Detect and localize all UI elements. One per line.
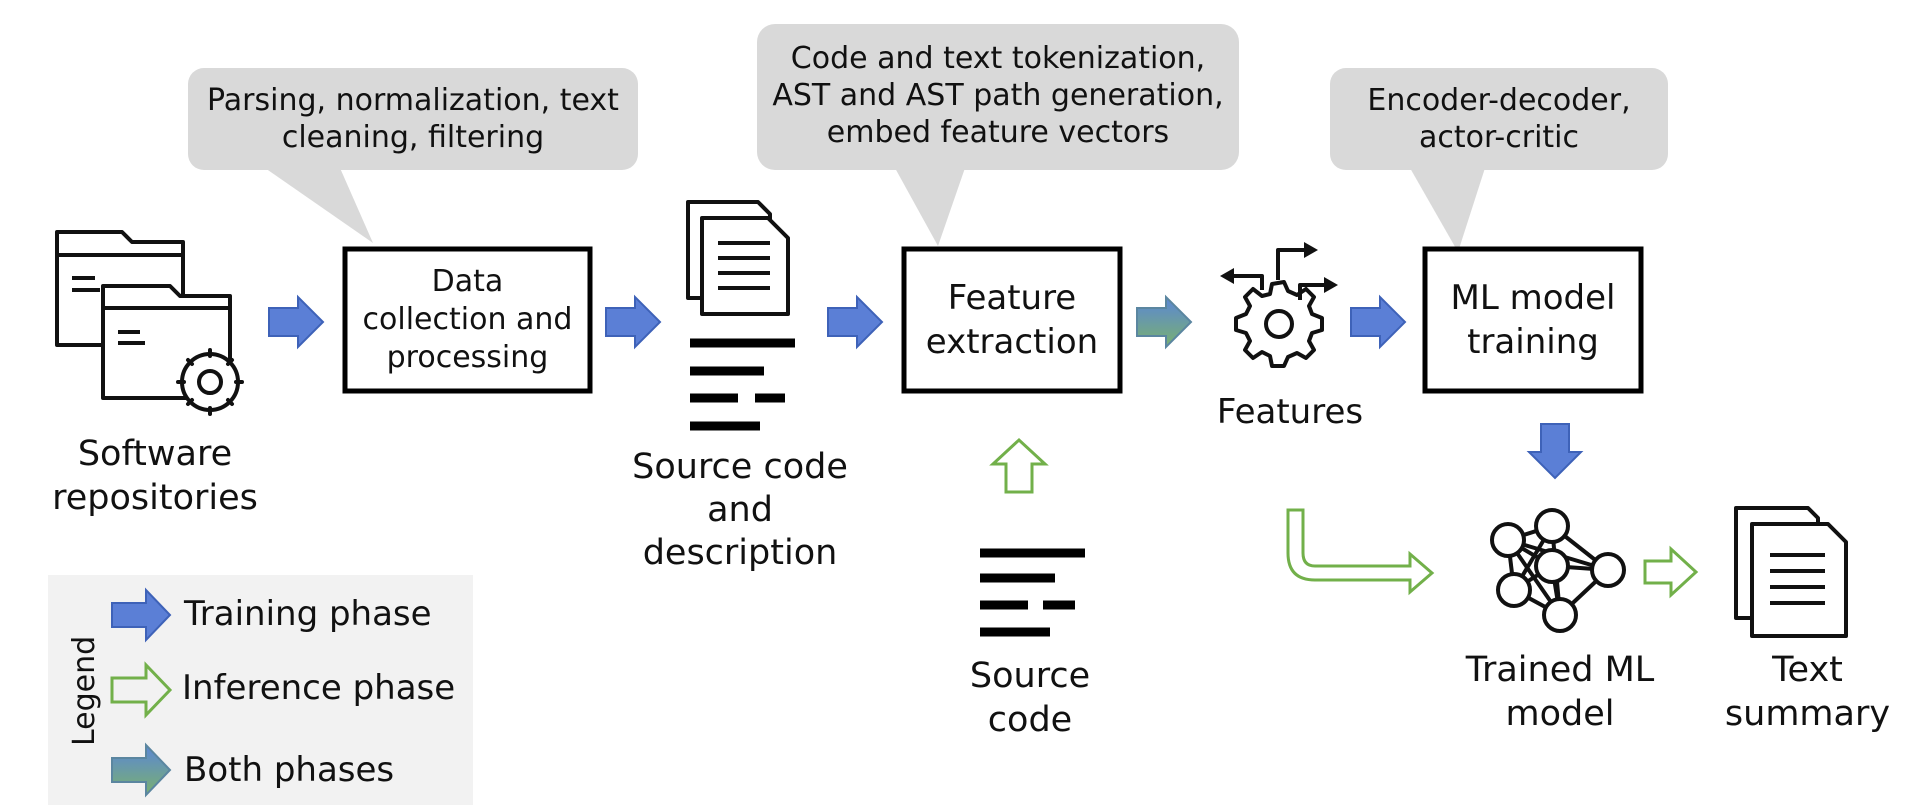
feature-extraction-label: Feature extraction bbox=[925, 278, 1099, 362]
features-gear-icon bbox=[1220, 242, 1338, 368]
callout-training-text: Encoder-decoder, actor-critic bbox=[1367, 83, 1631, 155]
arrow-processing-to-source bbox=[605, 294, 662, 350]
ml-training-box bbox=[1422, 246, 1644, 394]
legend-title: Legend bbox=[67, 635, 102, 746]
legend-inference-arrow bbox=[110, 661, 173, 719]
legend-both-label: Both phases bbox=[184, 750, 395, 790]
callout-processing bbox=[188, 68, 638, 243]
folders-gear-icon bbox=[55, 230, 244, 416]
text-lines-icon bbox=[690, 338, 795, 431]
ml-training-label: ML model training bbox=[1450, 278, 1616, 362]
arrow-repos-to-processing bbox=[268, 294, 325, 350]
neural-network-icon bbox=[1490, 508, 1626, 633]
callout-features-text: Code and text tokenization, AST and AST … bbox=[772, 41, 1224, 150]
data-collection-label: Data collection and processing bbox=[362, 264, 573, 375]
arrow-source-to-extraction bbox=[827, 294, 884, 350]
features-label: Features bbox=[1216, 392, 1364, 432]
legend-inference-label: Inference phase bbox=[182, 668, 456, 708]
callout-processing-text: Parsing, normalization, text cleaning, f… bbox=[207, 83, 619, 155]
text-summary-label: Text summary bbox=[1724, 650, 1891, 734]
legend-both-arrow bbox=[111, 742, 172, 798]
arrow-features-to-training bbox=[1350, 294, 1407, 350]
callout-feature-extraction bbox=[757, 24, 1239, 246]
feature-extraction-box bbox=[901, 246, 1123, 394]
software-repositories-label: Software repositories bbox=[52, 434, 258, 518]
source-code-lines-icon bbox=[980, 548, 1085, 637]
trained-model-label: Trained ML model bbox=[1465, 650, 1655, 734]
documents-icon bbox=[686, 200, 790, 316]
arrow-model-to-summary bbox=[1643, 545, 1699, 599]
source-code-label: Source code bbox=[969, 656, 1091, 740]
legend-training-label: Training phase bbox=[184, 594, 432, 634]
text-summary-icon bbox=[1734, 506, 1848, 638]
data-collection-box bbox=[342, 246, 593, 394]
legend-training-arrow bbox=[111, 587, 172, 643]
arrow-extraction-to-features bbox=[1136, 294, 1193, 350]
arrow-sourcecode-up bbox=[989, 437, 1049, 494]
arrow-training-to-model bbox=[1526, 423, 1584, 480]
arrow-bent-inference bbox=[1286, 508, 1435, 596]
callout-training bbox=[1330, 68, 1668, 252]
source-code-description-label: Source code and description bbox=[632, 447, 848, 573]
